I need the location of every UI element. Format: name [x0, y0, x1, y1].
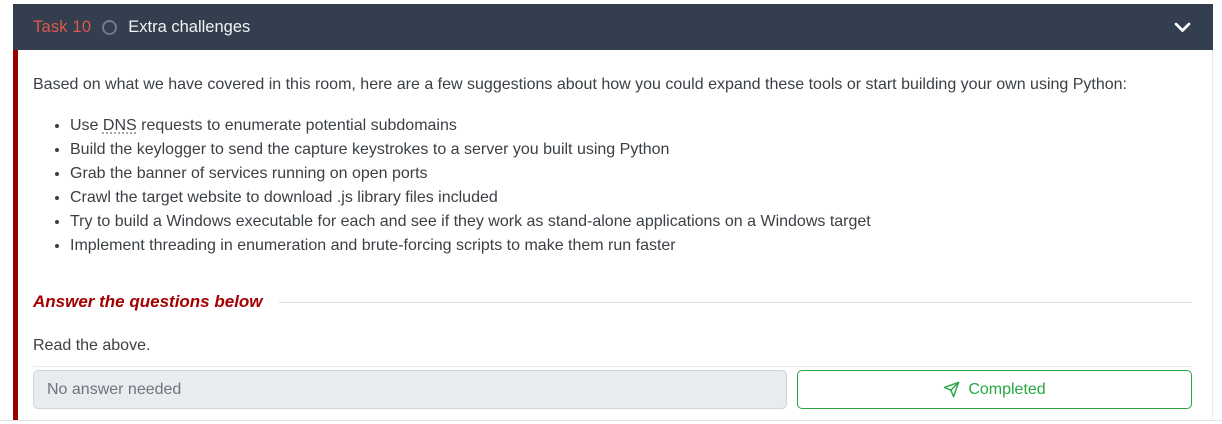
completed-button[interactable]: Completed	[797, 370, 1192, 409]
completed-button-label: Completed	[968, 380, 1046, 398]
task-body: Based on what we have covered in this ro…	[13, 50, 1213, 420]
divider	[278, 301, 1192, 303]
chevron-down-icon[interactable]	[1174, 22, 1191, 33]
list-item: Build the keylogger to send the capture …	[70, 138, 1192, 162]
divider	[0, 420, 1222, 421]
answer-section-header: Answer the questions below	[33, 292, 1192, 312]
list-item: Implement threading in enumeration and b…	[70, 234, 1192, 258]
list-item-text: requests to enumerate potential subdomai…	[136, 117, 457, 134]
suggestions-list: Use DNS requests to enumerate potential …	[33, 114, 1192, 258]
list-item: Try to build a Windows executable for ea…	[70, 210, 1192, 234]
list-item-text: Use	[70, 117, 103, 134]
task-card: Task 10 Extra challenges Based on what w…	[13, 4, 1213, 420]
paper-plane-icon	[943, 381, 960, 398]
answer-input[interactable]	[33, 370, 787, 409]
task-title: Extra challenges	[128, 17, 251, 36]
question-text: Read the above.	[33, 337, 151, 354]
answer-section-title: Answer the questions below	[33, 292, 263, 311]
task-number-label: Task 10	[33, 17, 92, 36]
answer-row: Completed	[33, 366, 1192, 409]
list-item: Crawl the target website to download .js…	[70, 186, 1192, 210]
task-header[interactable]: Task 10 Extra challenges	[13, 4, 1213, 50]
list-item: Use DNS requests to enumerate potential …	[70, 114, 1192, 138]
circle-outline-icon	[102, 19, 118, 35]
dns-abbr: DNS	[102, 117, 137, 134]
intro-paragraph: Based on what we have covered in this ro…	[33, 76, 1127, 93]
list-item: Grab the banner of services running on o…	[70, 162, 1192, 186]
